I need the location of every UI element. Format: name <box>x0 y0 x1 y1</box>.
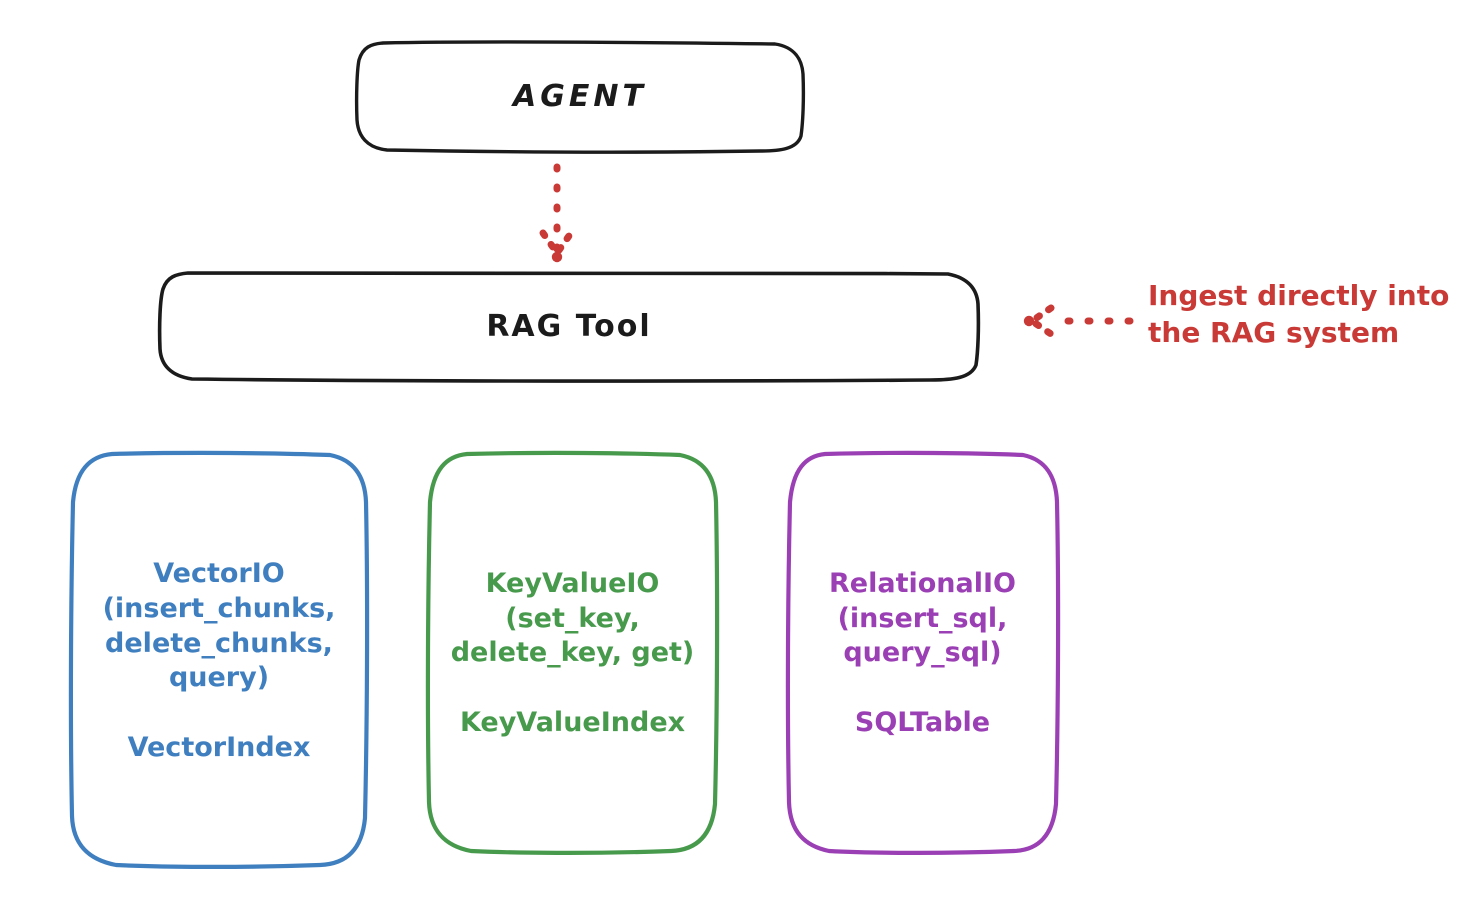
agent-label: AGENT <box>513 79 647 114</box>
relational-store-node[interactable]: RelationalIO (insert_sql, query_sql) SQL… <box>785 450 1061 855</box>
ingest-to-rag-connector <box>1023 304 1134 338</box>
rag-tool-node[interactable]: RAG Tool <box>157 270 981 383</box>
vector-store-api-label: VectorIO (insert_chunks, delete_chunks, … <box>102 558 336 694</box>
relational-store-index-label: SQLTable <box>854 706 991 738</box>
keyvalue-store-index-label: KeyValueIndex <box>459 706 686 738</box>
vector-store-node[interactable]: VectorIO (insert_chunks, delete_chunks, … <box>68 450 370 870</box>
relational-store-api-label: RelationalIO (insert_sql, query_sql) <box>829 568 1016 669</box>
rag-tool-label: RAG Tool <box>486 308 652 344</box>
ingest-annotation-label: Ingest directly into the RAG system <box>1148 279 1450 349</box>
agent-node[interactable]: AGENT <box>354 40 806 154</box>
keyvalue-store-api-label: KeyValueIO (set_key, delete_key, get) <box>450 568 695 669</box>
vector-store-index-label: VectorIndex <box>127 731 311 763</box>
agent-to-rag-connector <box>539 163 575 263</box>
keyvalue-store-node[interactable]: KeyValueIO (set_key, delete_key, get) Ke… <box>425 450 720 855</box>
